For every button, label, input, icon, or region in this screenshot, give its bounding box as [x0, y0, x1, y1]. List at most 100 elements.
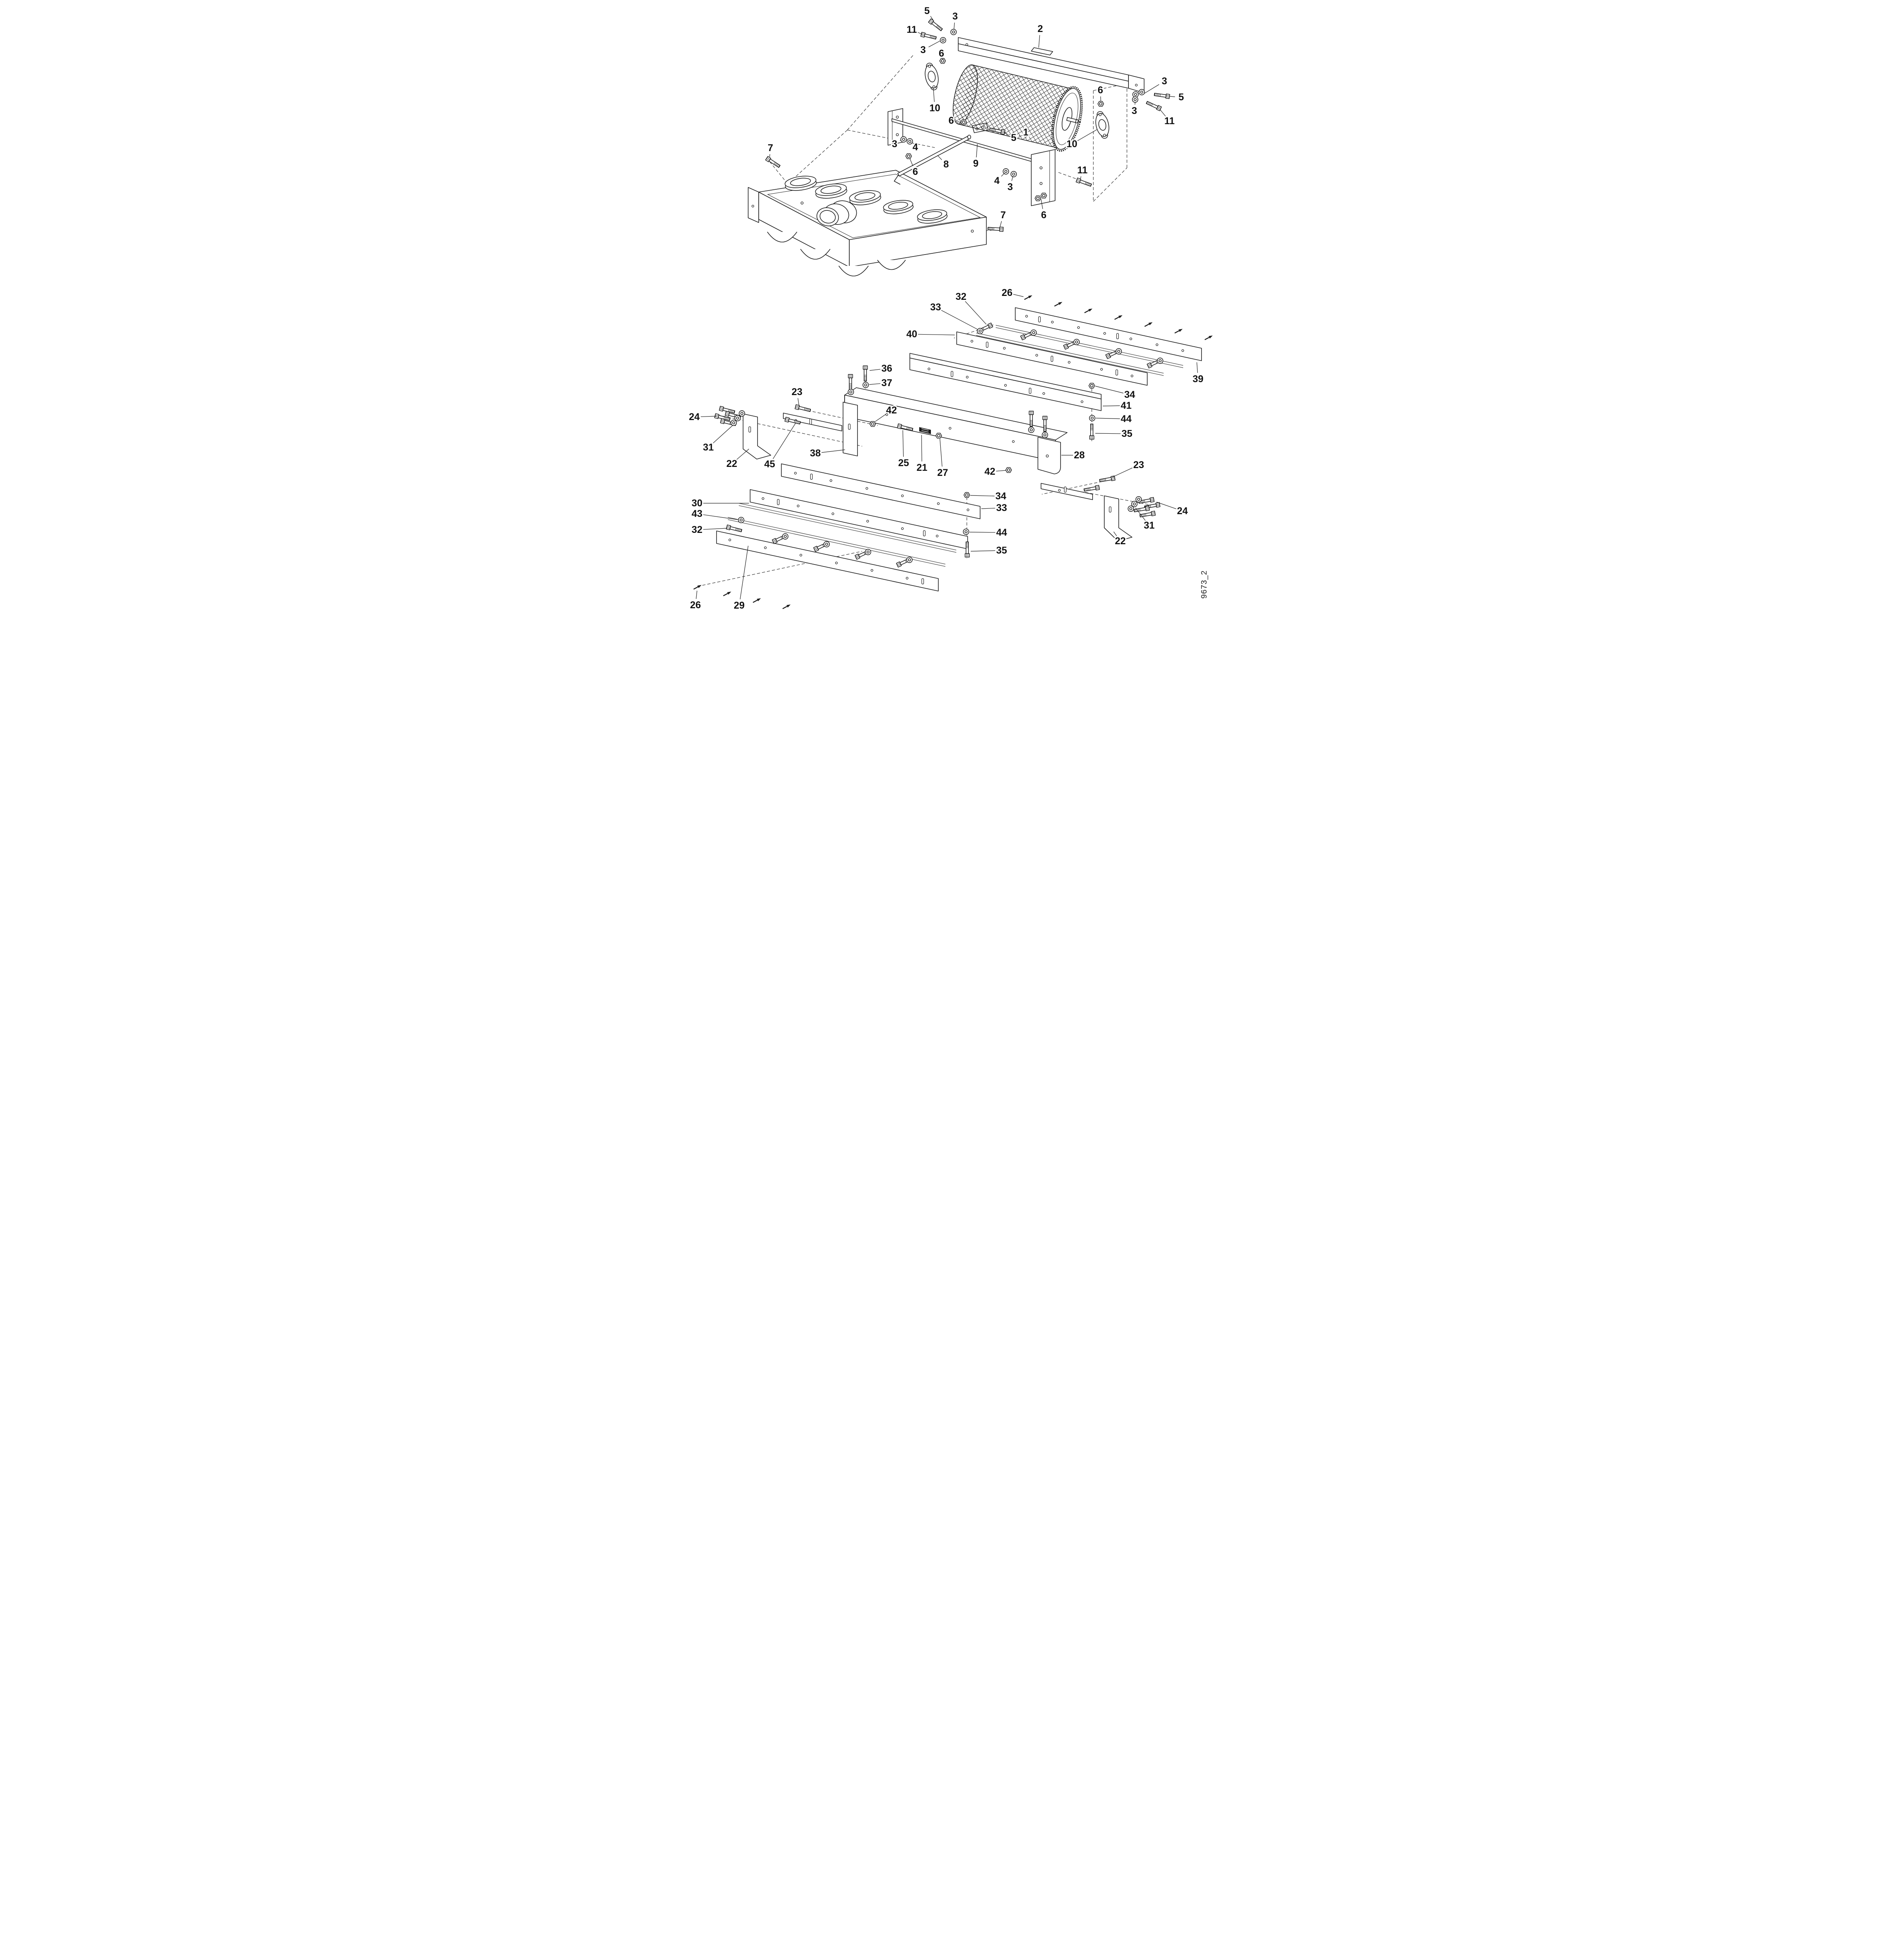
- bolt-hole: [1155, 343, 1159, 346]
- washer-fastener: [1073, 338, 1080, 346]
- bolt-fastener: [795, 404, 811, 413]
- leader-line: [713, 425, 733, 443]
- part-number-callout: 31: [1144, 520, 1155, 531]
- part-number-callout: 4: [913, 142, 918, 153]
- part-number-callout: 3: [920, 45, 926, 55]
- part-number-callout: 39: [1193, 374, 1203, 385]
- nut-fastener: [1005, 467, 1012, 473]
- washer-fastener: [1132, 91, 1139, 98]
- mounting-slot: [923, 530, 926, 536]
- bolt-hole: [1012, 440, 1015, 443]
- bolt-hole: [1004, 384, 1007, 387]
- mounting-slot: [1029, 388, 1032, 394]
- washer-fastener: [731, 420, 737, 426]
- washer-fastener: [939, 36, 947, 44]
- bolt-hole: [764, 546, 767, 549]
- part-number-callout: 23: [1133, 460, 1144, 470]
- nut-fastener: [869, 421, 876, 427]
- bolt-fastener: [987, 226, 1004, 232]
- part-number-callout: 11: [907, 24, 917, 35]
- roller-disc: [849, 190, 881, 205]
- drive-hub: [817, 200, 857, 226]
- bolt-fastener: [848, 374, 853, 390]
- leader-line: [869, 383, 881, 385]
- carrier-rail-part-2: [958, 37, 1145, 93]
- leader-line: [1196, 362, 1198, 373]
- nut-fastener: [1097, 101, 1104, 107]
- part-number-callout: 45: [764, 459, 775, 470]
- roller-lobe: [838, 265, 869, 276]
- slat-panel-part-33: [781, 463, 981, 519]
- leader-line: [954, 22, 955, 30]
- part-number-callout: 24: [1177, 506, 1188, 516]
- leader-line: [1041, 199, 1043, 209]
- bolt-hole: [1068, 361, 1071, 364]
- part-number-callout: 5: [1178, 92, 1184, 103]
- part-number-callout: 33: [930, 302, 941, 313]
- washer-fastener: [1157, 357, 1163, 364]
- leader-line: [1112, 467, 1133, 477]
- washer-fastener: [1139, 89, 1145, 95]
- washer-fastener: [1132, 96, 1138, 103]
- part-number-callout: 44: [996, 527, 1007, 538]
- leader-line: [1011, 176, 1013, 181]
- washer-fastener: [1003, 168, 1009, 175]
- mounting-slot: [1050, 356, 1054, 362]
- leader-line: [1077, 129, 1097, 141]
- roller-deck-frame: [748, 170, 987, 276]
- mounting-slot: [950, 371, 954, 377]
- bearing-flange-part-10: [1095, 111, 1109, 139]
- slat-panel-part-29: [716, 531, 939, 591]
- stud-fastener: [1053, 300, 1064, 308]
- washer-fastener: [1042, 432, 1048, 438]
- leader-line: [965, 301, 987, 325]
- part-number-callout: 38: [810, 448, 821, 459]
- part-number-callout: 40: [906, 329, 917, 340]
- mounting-slot: [1116, 333, 1119, 339]
- bolt-hole: [831, 512, 834, 515]
- upper-roller-assembly: [748, 37, 1145, 276]
- mounting-slot: [921, 578, 924, 584]
- bolt-hole: [866, 520, 869, 523]
- leader-line: [1169, 96, 1175, 97]
- mounting-slot: [1115, 369, 1118, 376]
- lower-panel-assembly: [697, 307, 1202, 591]
- leader-line: [937, 155, 942, 160]
- flat-strip-right: [1041, 483, 1093, 500]
- nut-fastener: [960, 119, 967, 125]
- bolt-fastener: [1042, 416, 1048, 432]
- bolt-fastener: [863, 365, 868, 381]
- angle-bracket-part-22-left: [743, 413, 771, 460]
- part-number-callout: 11: [1164, 116, 1175, 126]
- mounting-slot: [986, 342, 989, 348]
- washer-fastener: [1089, 415, 1095, 421]
- part-number-callout: 22: [1115, 536, 1126, 547]
- leader-line: [928, 41, 940, 47]
- part-number-callout: 21: [916, 462, 927, 473]
- stud-fastener: [1083, 307, 1094, 315]
- leader-line: [736, 449, 749, 460]
- bolt-hole: [1058, 489, 1061, 492]
- part-number-callout: 3: [1132, 105, 1137, 116]
- bolt-hole: [1103, 332, 1106, 335]
- washer-fastener: [963, 529, 969, 535]
- washer-fastener: [1028, 427, 1034, 433]
- part-number-callout: 30: [692, 498, 702, 509]
- bolt-hole: [1042, 392, 1045, 395]
- part-number-callout: 42: [984, 466, 995, 477]
- part-number-callout: 6: [1098, 85, 1103, 96]
- bolt-hole: [835, 561, 838, 565]
- part-number-callout: 29: [734, 600, 745, 611]
- part-number-callout: 36: [881, 363, 892, 374]
- rail-handle: [1031, 47, 1053, 55]
- holes-and-slots: [728, 315, 1184, 584]
- bolt-hole: [901, 494, 904, 497]
- bolt-hole: [937, 502, 940, 505]
- bolt-hole: [1077, 326, 1080, 329]
- leader-line: [875, 413, 887, 422]
- leader-line: [1095, 386, 1124, 394]
- leader-line: [909, 158, 913, 166]
- bolt-hole: [794, 472, 797, 475]
- part-number-callout: 22: [726, 458, 737, 469]
